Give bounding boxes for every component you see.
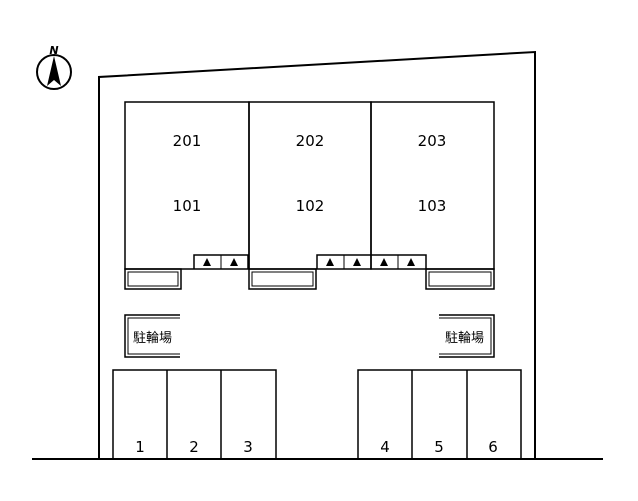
unit-block-2 <box>248 101 372 270</box>
porch-1-inner <box>127 271 179 287</box>
bicycle-parking-right: 駐輪場 <box>439 314 495 358</box>
parking-space-label: 5 <box>434 438 444 456</box>
porch-3 <box>425 268 495 290</box>
unit-lower-label-2: 102 <box>296 197 325 215</box>
bicycle-parking-right-label: 駐輪場 <box>445 330 484 346</box>
bicycle-parking-left-inner <box>127 317 180 355</box>
porch-2-inner <box>251 271 314 287</box>
parking-space-label: 6 <box>488 438 498 456</box>
entrance-marker-icon <box>353 258 361 266</box>
compass-north-label: N <box>49 44 58 57</box>
parking-space-label: 2 <box>189 438 199 456</box>
building: 201 101 202 102 203 103 <box>124 101 495 290</box>
entrance-marker-icon <box>380 258 388 266</box>
porch-1 <box>124 268 182 290</box>
unit-upper-label-1: 201 <box>173 132 202 150</box>
entrance-marker-icon <box>407 258 415 266</box>
unit-block-3 <box>370 101 495 270</box>
bicycle-parking-left: 駐輪場 <box>124 314 180 358</box>
unit-upper-label-2: 202 <box>296 132 325 150</box>
entrance-marker-icon <box>230 258 238 266</box>
porch-3-inner <box>428 271 492 287</box>
parking-row-right <box>357 369 522 459</box>
unit-upper-label-3: 203 <box>418 132 447 150</box>
bicycle-parking-right-inner <box>439 317 492 355</box>
porch-2 <box>248 268 317 290</box>
bicycle-parking-left-frame <box>124 314 180 358</box>
entrance-marker-icon <box>326 258 334 266</box>
bicycle-parking-right-frame <box>439 314 495 358</box>
unit-block-1 <box>124 101 250 270</box>
parking-space-label: 4 <box>380 438 390 456</box>
parking-row-left <box>112 369 277 459</box>
compass: N <box>36 44 72 90</box>
bicycle-parking-left-label: 駐輪場 <box>133 330 172 346</box>
entrance-marker-icon <box>203 258 211 266</box>
unit-lower-label-1: 101 <box>173 197 202 215</box>
parking-space-label: 1 <box>135 438 145 456</box>
parking-space-label: 3 <box>243 438 253 456</box>
north-arrow-icon <box>47 56 61 86</box>
site-boundary <box>98 50 536 459</box>
parking-area: 1 2 3 4 5 6 <box>112 369 522 459</box>
unit-lower-label-3: 103 <box>418 197 447 215</box>
